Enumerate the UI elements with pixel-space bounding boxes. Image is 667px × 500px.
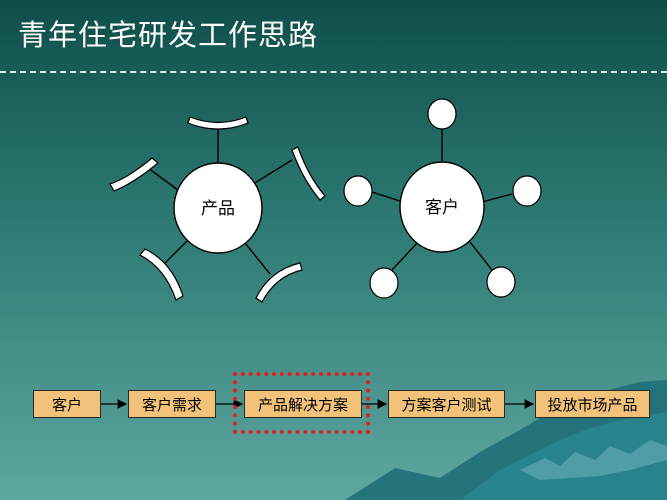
flow-step-product-solution: 产品解决方案	[244, 390, 362, 418]
customer-spoke	[371, 191, 404, 203]
customer-node	[486, 266, 516, 298]
customer-spoke	[469, 241, 493, 271]
flow-step-solution-testing: 方案客户测试	[388, 390, 505, 418]
product-hub-label: 产品	[201, 199, 235, 219]
product-spoke	[244, 242, 271, 275]
flow-step-customer: 客户	[33, 390, 101, 418]
customer-node	[512, 175, 542, 207]
product-arc-node	[109, 157, 159, 192]
highlight-frame	[233, 372, 370, 434]
title-divider	[0, 71, 667, 73]
slide-title: 青年住宅研发工作思路	[18, 18, 319, 52]
flow-step-market-product: 投放市场产品	[535, 390, 650, 418]
customer-node	[343, 175, 373, 207]
customer-hub-group: 客户	[343, 98, 542, 299]
product-spoke	[161, 239, 189, 267]
customer-node	[427, 98, 457, 130]
product-arc-node	[291, 146, 326, 201]
product-arc-node	[187, 116, 249, 130]
product-spoke	[147, 167, 183, 194]
customer-hub	[399, 161, 485, 253]
product-hub-group: 产品	[109, 116, 326, 303]
customer-hub-label: 客户	[425, 198, 459, 218]
customer-spoke	[481, 193, 513, 203]
product-arc-node	[139, 248, 184, 301]
product-arc-node	[255, 262, 303, 303]
customer-spoke	[391, 241, 419, 271]
product-spoke	[252, 159, 293, 185]
flow-step-customer-needs: 客户需求	[128, 390, 216, 418]
product-hub	[173, 162, 263, 254]
customer-node	[369, 267, 399, 299]
